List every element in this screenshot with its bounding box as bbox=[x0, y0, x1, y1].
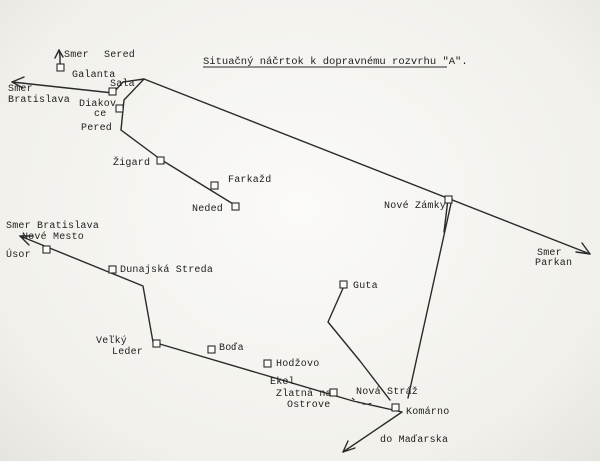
arrow-bratislava-top bbox=[11, 76, 25, 89]
label-diakovce-2: ce bbox=[94, 109, 106, 120]
label-zlatna-2: Zlatná na bbox=[276, 388, 332, 400]
label-zlatna-3: Ostrove bbox=[287, 400, 330, 411]
arrow-parkan bbox=[575, 242, 591, 255]
label-smer-sered-1: Smer bbox=[64, 50, 89, 61]
junction-dashed bbox=[351, 397, 373, 405]
station-usor bbox=[42, 245, 51, 254]
label-guta: Guta bbox=[353, 281, 378, 292]
map-title: Situačný náčrtok k dopravnému rozvrhu "A… bbox=[203, 56, 468, 68]
label-zigard: Žigard bbox=[113, 155, 150, 169]
label-velky-leder-1: Veľký bbox=[96, 335, 127, 347]
station-farkazd bbox=[210, 181, 219, 190]
station-sala bbox=[108, 87, 117, 96]
station-galanta bbox=[56, 63, 65, 72]
station-guta bbox=[339, 280, 348, 289]
label-smer-sered-2: Sered bbox=[104, 49, 135, 61]
arrow-hungary bbox=[342, 440, 356, 453]
label-smer-parkan-2: Parkan bbox=[535, 257, 572, 269]
label-farkazd: Farkažd bbox=[228, 174, 271, 186]
line-to-bratislava bbox=[11, 81, 114, 94]
label-ucor: Úsor bbox=[6, 247, 31, 261]
label-galanta: Galanta bbox=[72, 69, 115, 81]
station-hodzovo bbox=[263, 359, 272, 368]
line-sala-parkan bbox=[143, 78, 591, 255]
arrow-bratislava-nm bbox=[19, 235, 34, 246]
label-boda: Boďa bbox=[219, 342, 244, 354]
line-guta bbox=[327, 285, 391, 401]
label-dunajska-streda: Dunajská Streda bbox=[120, 264, 213, 276]
label-smer-bratislava-nm-1: Smer Bratislava bbox=[6, 220, 99, 232]
label-zlatna-1: Ekel bbox=[270, 376, 295, 388]
label-nova-straz: Nová Stráž bbox=[356, 386, 418, 398]
label-smer-parkan-1: Smer bbox=[537, 248, 562, 259]
line-to-sered bbox=[58, 49, 61, 65]
station-zigard bbox=[156, 156, 165, 165]
station-komarno bbox=[391, 403, 400, 412]
label-nove-zamky: Nové Zámky bbox=[384, 200, 446, 212]
label-velky-leder-2: Leder bbox=[112, 346, 143, 358]
station-diakovce bbox=[115, 104, 124, 113]
label-neded: Neded bbox=[192, 203, 223, 215]
line-nove-zamky-spur bbox=[443, 198, 449, 233]
station-nove-zamky bbox=[444, 195, 453, 204]
line-nove-zamky-komarno bbox=[407, 198, 453, 399]
label-pered: Pered bbox=[81, 122, 112, 134]
station-boda bbox=[207, 345, 216, 354]
line-bratislava-komarno bbox=[19, 235, 403, 413]
label-smer-bratislava-nm-2: Nové Mesto bbox=[22, 231, 84, 243]
label-hodzovo: Hodžovo bbox=[276, 358, 319, 370]
line-to-hungary bbox=[342, 411, 403, 453]
label-do-madarska: do Maďarska bbox=[380, 434, 448, 446]
station-dunajska-streda bbox=[108, 265, 117, 274]
station-neded bbox=[231, 202, 240, 211]
label-smer-bratislava-top-1: Smer bbox=[8, 84, 33, 95]
station-zlatna bbox=[329, 388, 338, 397]
label-komarno: Komárno bbox=[406, 406, 449, 418]
label-diakovce-1: Diakov bbox=[79, 98, 116, 110]
arrow-sered bbox=[54, 49, 64, 59]
station-velky-leder bbox=[152, 339, 161, 348]
label-sala: Sala bbox=[110, 78, 135, 90]
label-smer-bratislava-top-2: Bratislava bbox=[8, 94, 70, 106]
